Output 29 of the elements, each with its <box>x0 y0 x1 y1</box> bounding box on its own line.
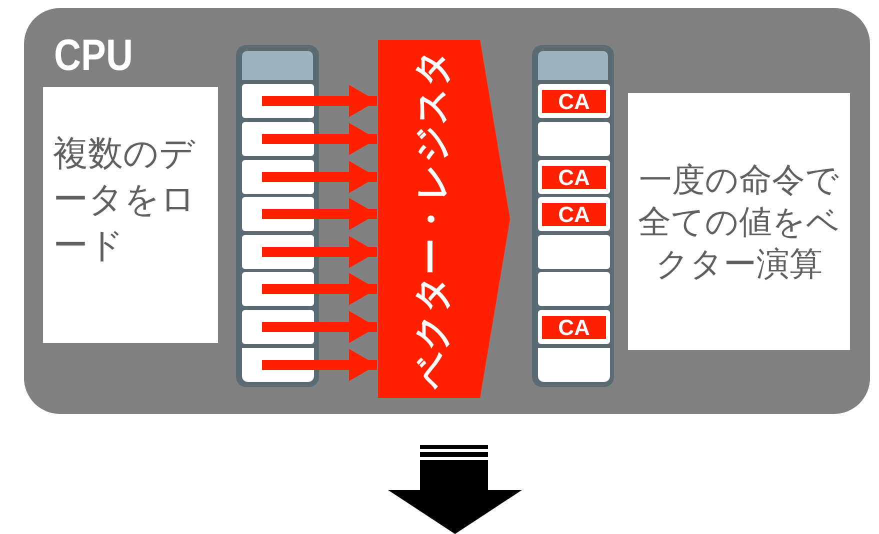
register-label: ベクター・レジスタ <box>410 48 453 392</box>
register-arrow-shape <box>378 40 510 398</box>
cpu-panel <box>24 8 870 414</box>
register-cell <box>538 197 610 231</box>
ca-label: CA <box>542 166 606 189</box>
arrow <box>262 273 377 305</box>
text-box <box>628 93 850 350</box>
register-cell <box>538 160 610 194</box>
box-text: 複数のデータをロード <box>53 133 197 267</box>
register-column <box>532 45 614 387</box>
arrow <box>262 349 377 381</box>
arrow <box>262 311 377 343</box>
register-cell <box>538 235 610 269</box>
ca-label: CA <box>542 203 606 226</box>
register-cell <box>538 310 610 344</box>
arrow <box>262 161 377 193</box>
arrow <box>262 236 377 268</box>
register-cell <box>538 272 610 306</box>
ca-label: CA <box>542 316 606 339</box>
text-box <box>43 87 218 343</box>
box-text: 一度の命令で全ての値をベクター演算 <box>637 160 841 284</box>
register-cell <box>538 122 610 156</box>
arrow <box>262 198 377 230</box>
arrow <box>262 123 377 155</box>
register-cell <box>538 84 610 118</box>
ca-label: CA <box>542 90 606 113</box>
register-cell <box>538 348 610 382</box>
arrow <box>262 85 377 117</box>
panel-title: CPU <box>54 30 133 82</box>
